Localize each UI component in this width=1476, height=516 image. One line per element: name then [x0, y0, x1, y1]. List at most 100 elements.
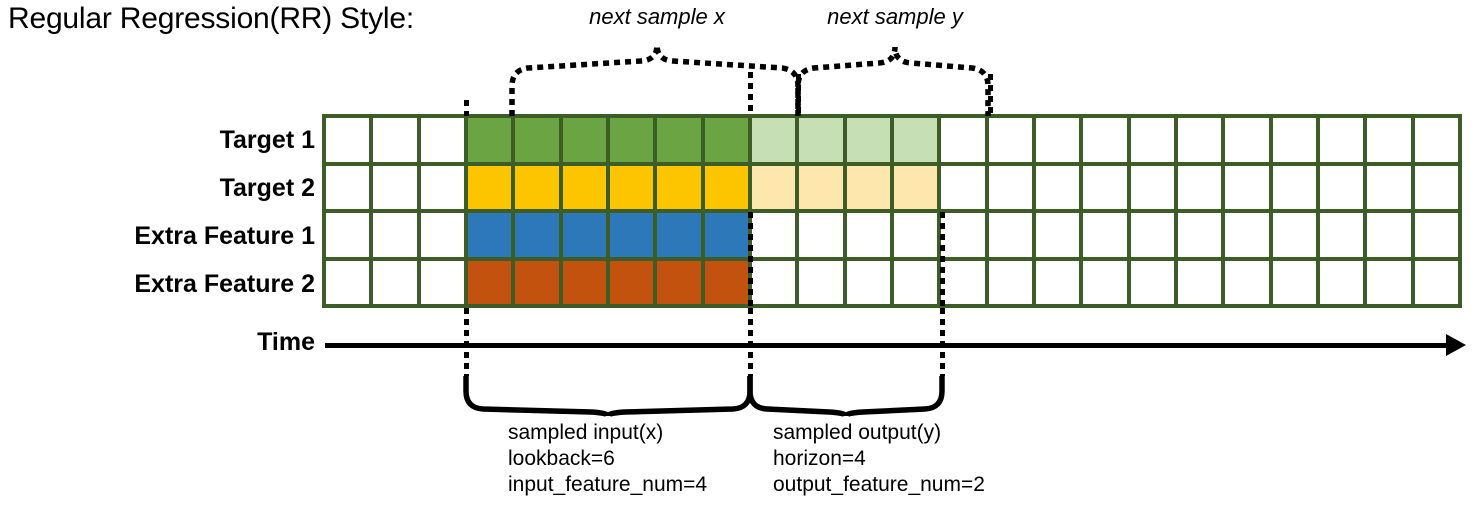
- grid-cell: [562, 118, 606, 162]
- grid-cell: [893, 165, 938, 209]
- grid-cell: [1272, 165, 1316, 209]
- grid-cell: [609, 165, 654, 209]
- grid-cell: [326, 260, 370, 304]
- grid-cell: [609, 118, 654, 162]
- guide-line-input-start: [464, 100, 469, 116]
- grid-cell: [1035, 165, 1080, 209]
- grid-cell: [1225, 260, 1269, 304]
- grid-cell: [373, 118, 417, 162]
- grid-cell: [1035, 118, 1080, 162]
- grid-cell: [1272, 118, 1316, 162]
- grid-cell: [326, 165, 370, 209]
- grid-cell: [467, 260, 512, 304]
- input-note-line-2: lookback=6: [508, 447, 615, 470]
- annotation-sampled-input: sampled input(x) lookback=6 input_featur…: [508, 420, 707, 498]
- axis-label-time: Time: [257, 328, 315, 356]
- timeseries-grid: [322, 114, 1462, 308]
- grid-cell: [420, 213, 464, 257]
- row-label-extra-feature-2: Extra Feature 2: [134, 270, 315, 298]
- grid-cell: [1225, 118, 1269, 162]
- grid-cell: [609, 213, 654, 257]
- grid-cell: [657, 213, 701, 257]
- grid-cell: [467, 213, 512, 257]
- grid-cell: [704, 165, 748, 209]
- grid-cell: [1130, 213, 1174, 257]
- brace-sampled-input: [463, 376, 753, 418]
- grid-cell: [1130, 118, 1174, 162]
- grid-cell: [657, 260, 701, 304]
- grid-cell: [1414, 118, 1458, 162]
- grid-cell: [373, 213, 417, 257]
- grid-cell: [420, 260, 464, 304]
- grid-cell: [1367, 118, 1411, 162]
- grid-cell: [1177, 213, 1222, 257]
- grid-cell: [846, 213, 890, 257]
- grid-cell: [420, 118, 464, 162]
- grid-cell: [562, 260, 606, 304]
- grid-cell: [1035, 260, 1080, 304]
- grid-cell: [515, 118, 559, 162]
- grid-cell: [1083, 260, 1127, 304]
- grid-cell: [1272, 260, 1316, 304]
- grid-cell: [1414, 165, 1458, 209]
- annotation-sampled-output: sampled output(y) horizon=4 output_featu…: [773, 420, 985, 498]
- grid-cell: [1177, 165, 1222, 209]
- grid-cell: [515, 165, 559, 209]
- grid-cell: [799, 118, 843, 162]
- time-axis-arrow-icon: [1446, 334, 1466, 356]
- grid-cell: [1367, 165, 1411, 209]
- page-title: Regular Regression(RR) Style:: [8, 2, 415, 35]
- guide-line-output-end-lower: [940, 308, 945, 376]
- grid-cell: [704, 260, 748, 304]
- grid-cell: [326, 213, 370, 257]
- grid-cell: [1319, 165, 1364, 209]
- grid-cell: [1319, 260, 1364, 304]
- grid-cell: [704, 213, 748, 257]
- row-label-target-2: Target 2: [219, 174, 315, 202]
- output-note-line-1: sampled output(y): [773, 421, 942, 444]
- grid-cell: [751, 260, 796, 304]
- brace-sampled-output: [747, 376, 945, 418]
- grid-cell: [846, 118, 890, 162]
- grid-cell: [1225, 165, 1269, 209]
- grid-cell: [1177, 260, 1222, 304]
- output-note-line-3: output_feature_num=2: [773, 473, 985, 496]
- grid-cell: [893, 213, 938, 257]
- input-note-line-1: sampled input(x): [508, 421, 664, 444]
- guide-line-input-end-mid: [748, 212, 753, 308]
- grid-cell: [751, 165, 796, 209]
- grid-cell: [1272, 213, 1316, 257]
- grid-cell: [1035, 213, 1080, 257]
- grid-cell: [1130, 260, 1174, 304]
- guide-line-input-start-lower: [464, 308, 469, 376]
- time-axis-line: [325, 343, 1452, 348]
- guide-line-output-end-mid: [940, 212, 945, 308]
- row-label-extra-feature-1: Extra Feature 1: [134, 222, 315, 250]
- grid-cell: [515, 213, 559, 257]
- grid-cell: [799, 213, 843, 257]
- grid-cell: [1083, 213, 1127, 257]
- grid-cell: [467, 118, 512, 162]
- grid-cell: [1319, 118, 1364, 162]
- grid-cell: [1367, 260, 1411, 304]
- guide-line-input-end-lower: [748, 308, 753, 376]
- grid-cell: [846, 165, 890, 209]
- annotation-next-sample-x: next sample x: [589, 4, 725, 29]
- grid-cell: [893, 260, 938, 304]
- brace-next-sample-x: [509, 44, 801, 116]
- grid-cell: [1083, 118, 1127, 162]
- grid-cell: [609, 260, 654, 304]
- brace-next-sample-y: [795, 46, 991, 116]
- grid-cell: [562, 213, 606, 257]
- grid-cell: [846, 260, 890, 304]
- annotation-next-sample-y: next sample y: [827, 4, 963, 29]
- grid-cell: [941, 118, 985, 162]
- grid-cell: [1083, 165, 1127, 209]
- grid-cell: [657, 118, 701, 162]
- grid-cell: [562, 165, 606, 209]
- grid-cell: [1177, 118, 1222, 162]
- grid-cell: [988, 165, 1032, 209]
- grid-cell: [941, 165, 985, 209]
- guide-line-sample-y-end: [988, 74, 993, 116]
- row-label-target-1: Target 1: [219, 126, 315, 154]
